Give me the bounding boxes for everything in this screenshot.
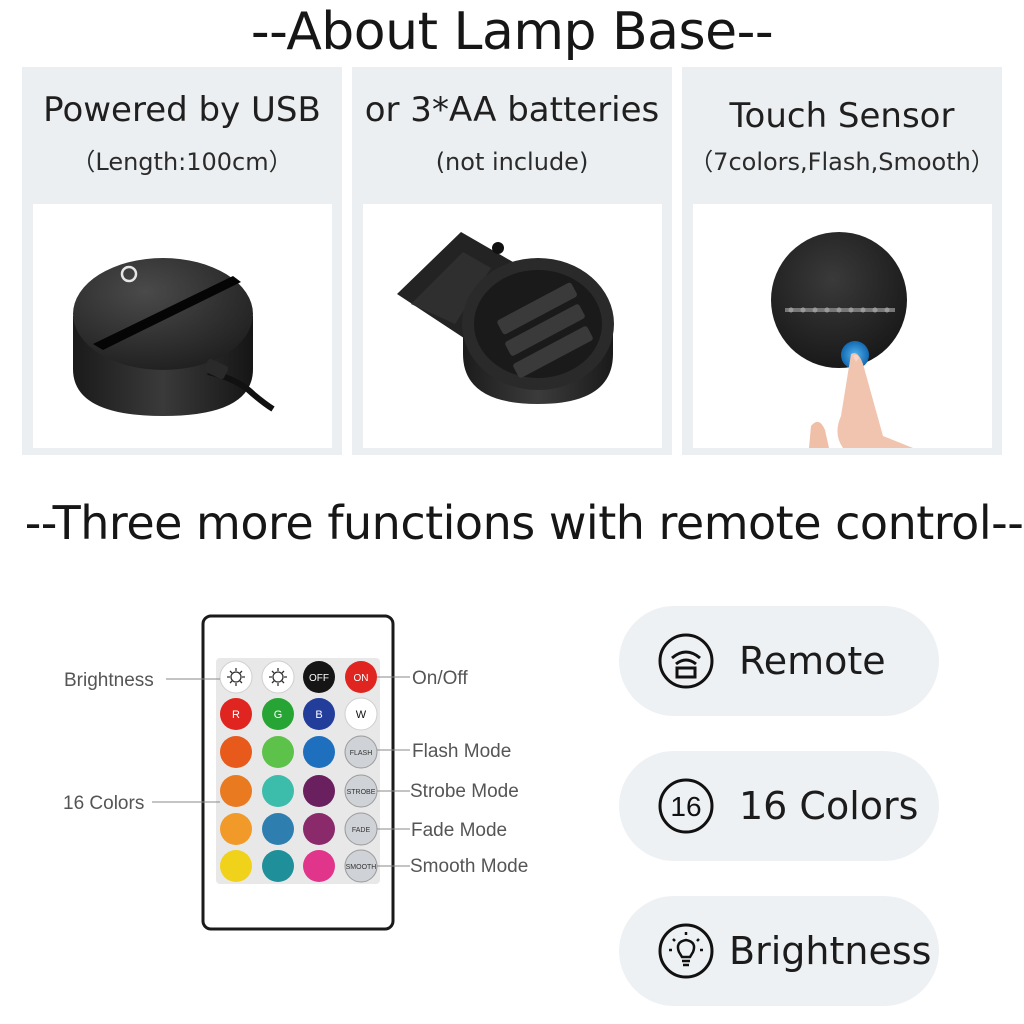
sixteen-colors-feature-label: 16 Colors [739, 784, 919, 828]
fade-button-label: FADE [352, 827, 371, 834]
off-button-label: OFF [309, 673, 329, 684]
color-button [220, 813, 252, 845]
touch-sensor-photo [693, 204, 992, 448]
usb-lamp-base-photo [33, 204, 332, 448]
white-button [344, 697, 378, 731]
off-button [303, 661, 335, 693]
smooth-mode-callout: Smooth Mode [410, 856, 528, 877]
on-button-label: ON [354, 673, 369, 684]
battery-panel: or 3*AA batteries (not include) [352, 67, 672, 455]
light-bulb-icon [658, 923, 714, 979]
sixteen-badge-icon: 16 [658, 778, 714, 834]
color-button [220, 850, 252, 882]
usb-panel-title: Powered by USB [43, 90, 321, 130]
sixteen-colors-feature-pill: 16 16 Colors [619, 751, 939, 861]
green-button-label: G [274, 709, 283, 721]
color-button [303, 813, 335, 845]
green-button [262, 698, 294, 730]
sixteen-badge-text: 16 [670, 791, 701, 822]
color-button [262, 850, 294, 882]
color-button [262, 775, 294, 807]
sixteen-colors-callout: 16 Colors [63, 793, 144, 814]
red-button [220, 698, 252, 730]
sun-icon [269, 668, 287, 686]
strobe-button-label: STROBE [347, 789, 376, 796]
sun-icon [227, 668, 245, 686]
brightness-feature-pill: Brightness [619, 896, 939, 1006]
usb-panel-subtitle: （Length:100cm） [71, 148, 293, 176]
color-button [303, 775, 335, 807]
flash-mode-callout: Flash Mode [412, 741, 511, 762]
color-button [220, 775, 252, 807]
usb-power-panel: Powered by USB （Length:100cm） [22, 67, 342, 455]
onoff-callout: On/Off [412, 668, 468, 689]
battery-panel-title: or 3*AA batteries [364, 90, 660, 130]
color-button [262, 736, 294, 768]
remote-control-diagram: OFF ON R G B W FLASH STROBE FADE SMOOTH … [63, 614, 528, 931]
brightness-down-button [219, 660, 253, 694]
battery-panel-subtitle: (not include) [435, 148, 589, 176]
remote-signal-icon [658, 633, 714, 689]
white-button-label: W [356, 709, 367, 721]
touch-panel-title: Touch Sensor [729, 96, 955, 136]
smooth-button-label: SMOOTH [346, 864, 377, 871]
blue-button-label: B [315, 709, 322, 721]
flash-button [344, 735, 378, 769]
red-button-label: R [232, 709, 240, 721]
brightness-callout: Brightness [64, 670, 154, 691]
color-button [262, 813, 294, 845]
remote-feature-pill: Remote [619, 606, 939, 716]
remote-feature-label: Remote [739, 639, 886, 683]
on-button [345, 661, 377, 693]
battery-compartment-photo [363, 204, 662, 448]
strobe-mode-callout: Strobe Mode [410, 781, 519, 802]
color-button [303, 850, 335, 882]
about-lamp-base-title: --About Lamp Base-- [250, 2, 774, 62]
blue-button [303, 698, 335, 730]
flash-button-label: FLASH [350, 750, 373, 757]
color-button [303, 736, 335, 768]
touch-sensor-panel: Touch Sensor （7colors,Flash,Smooth） [682, 67, 1002, 455]
color-button [220, 736, 252, 768]
touch-panel-subtitle: （7colors,Flash,Smooth） [689, 148, 995, 176]
remote-functions-title: --Three more functions with remote contr… [24, 496, 1024, 550]
fade-mode-callout: Fade Mode [411, 820, 507, 841]
brightness-feature-label: Brightness [729, 929, 932, 973]
brightness-up-button [261, 660, 295, 694]
